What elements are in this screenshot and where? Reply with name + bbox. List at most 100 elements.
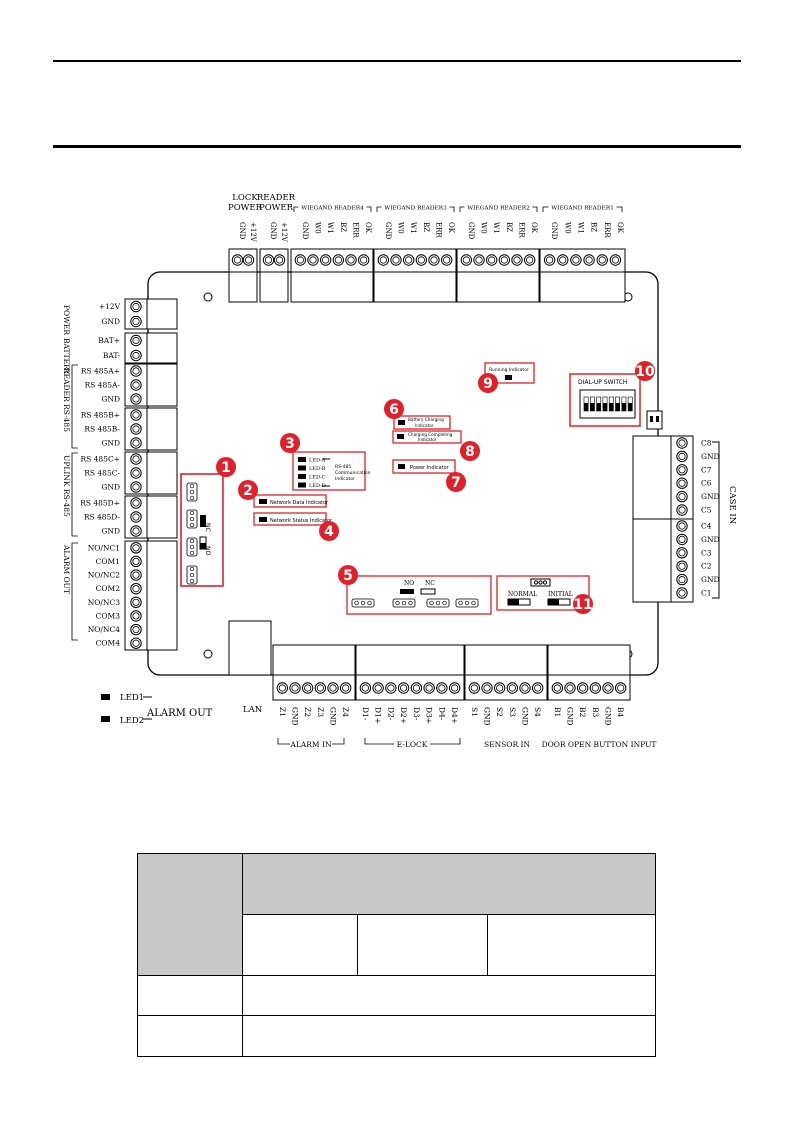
terminal-screw: [564, 682, 576, 694]
terminal-label: BAT-: [103, 351, 121, 360]
terminal-screw: [130, 379, 142, 391]
terminal-housing: [146, 495, 178, 539]
terminal-label: ERR: [603, 222, 611, 238]
terminal-screw: [609, 254, 622, 266]
terminal-label: Z4: [341, 707, 350, 717]
running-indicator-box: [484, 362, 535, 384]
terminal-screw: [519, 682, 531, 694]
terminal-screw: [289, 682, 301, 694]
terminal-label: C2: [701, 562, 712, 571]
terminal-screw: [410, 682, 423, 694]
terminal-screw: [339, 682, 352, 694]
terminal-screw: [130, 569, 142, 581]
svg-text:8: 8: [465, 444, 475, 460]
terminal-label: +12V: [99, 302, 121, 311]
terminal-screw: [676, 504, 688, 516]
svg-text:10: 10: [635, 364, 655, 380]
terminal-screw: [130, 409, 142, 421]
terminal-label: D1-: [361, 707, 370, 721]
terminal-label: GND: [483, 707, 492, 726]
terminal-label: NO/NC2: [88, 571, 121, 580]
terminal-label: S3: [508, 707, 517, 717]
terminal-label: BZ: [505, 222, 513, 232]
terminal-screw: [242, 254, 255, 266]
rs485-led-label: LED-C: [309, 475, 326, 481]
terminal-label: ERR: [435, 222, 443, 238]
terminal-label: GND: [101, 395, 120, 404]
terminal-label: +12V: [249, 222, 257, 243]
jumper: [186, 565, 198, 585]
terminal-label: W0: [480, 222, 488, 234]
terminal-label: OK: [447, 222, 455, 234]
terminal-label: C1: [701, 589, 712, 598]
terminal-screw: [402, 254, 415, 266]
terminal-label: COM1: [96, 557, 120, 566]
terminal-screw: [231, 254, 244, 266]
terminal-screw: [423, 682, 435, 694]
terminal-screw: [676, 587, 688, 599]
terminal-label: D2-: [386, 707, 395, 721]
terminal-screw: [130, 467, 142, 479]
callout-11: 11: [573, 594, 593, 614]
table-row-value: [242, 975, 656, 1016]
terminal-label: S4: [533, 707, 542, 717]
terminal-label: W0: [563, 222, 571, 234]
terminal-screw: [130, 300, 142, 313]
terminal-label: RS 485C-: [84, 469, 120, 478]
terminal-screw: [130, 453, 142, 465]
terminal-label: ERR: [518, 222, 526, 238]
terminal-screw: [130, 637, 142, 649]
terminal-label: GND: [101, 483, 120, 492]
table-row-label: [137, 1015, 243, 1057]
terminal-label: COM3: [96, 611, 121, 620]
terminal-screw: [345, 254, 357, 266]
terminal-label: W1: [492, 222, 500, 234]
terminal-screw: [294, 254, 307, 266]
terminal-screw: [676, 547, 688, 559]
terminal-label: GND: [521, 707, 530, 726]
terminal-housing: [632, 435, 672, 520]
svg-text:INITIAL: INITIAL: [548, 591, 573, 598]
terminal-screw: [543, 254, 556, 266]
terminal-screw: [130, 334, 142, 347]
terminal-label: RS 485A+: [81, 367, 120, 376]
terminal-label: B2: [578, 707, 587, 718]
led-legend: LED1 LED2 ALARM OUT: [101, 693, 213, 726]
terminal-screw: [589, 682, 602, 694]
table-subheader-cell: [242, 914, 358, 976]
terminal-label: GND: [101, 439, 120, 448]
terminal-screw: [498, 254, 511, 266]
header-rule-top: [53, 60, 741, 62]
callout-2: 2: [238, 480, 258, 500]
svg-text:Indicator: Indicator: [415, 423, 434, 428]
terminal-screw: [602, 682, 614, 694]
terminal-screw: [676, 464, 688, 476]
terminal-label: GND: [329, 707, 338, 726]
terminal-label: BZ: [590, 222, 598, 232]
terminal-housing: [272, 644, 356, 676]
case-in-group: CASE IN: [712, 441, 737, 599]
terminal-screw: [583, 254, 595, 266]
terminal-label: W1: [409, 222, 417, 234]
terminal-screw: [332, 254, 345, 266]
terminal-label: BAT+: [98, 336, 120, 345]
terminal-housing: [632, 518, 672, 603]
terminal-label: C6: [701, 479, 712, 488]
rs485-led-label: LED-A: [309, 458, 326, 464]
svg-text:7: 7: [451, 475, 461, 491]
svg-text:Charging Completing: Charging Completing: [408, 432, 453, 437]
svg-text:NC: NC: [204, 523, 211, 532]
terminal-label: D2+: [399, 707, 408, 724]
svg-text:1: 1: [221, 460, 231, 476]
rs485-led-label: LED-D: [309, 483, 326, 489]
power-indicator-box: [392, 459, 456, 474]
svg-text:Power Indicator: Power Indicator: [410, 465, 450, 471]
jumper: [186, 537, 198, 557]
terminal-screw: [596, 254, 608, 266]
svg-text:Battery Charging: Battery Charging: [408, 417, 444, 422]
terminal-label: OK: [530, 222, 538, 234]
